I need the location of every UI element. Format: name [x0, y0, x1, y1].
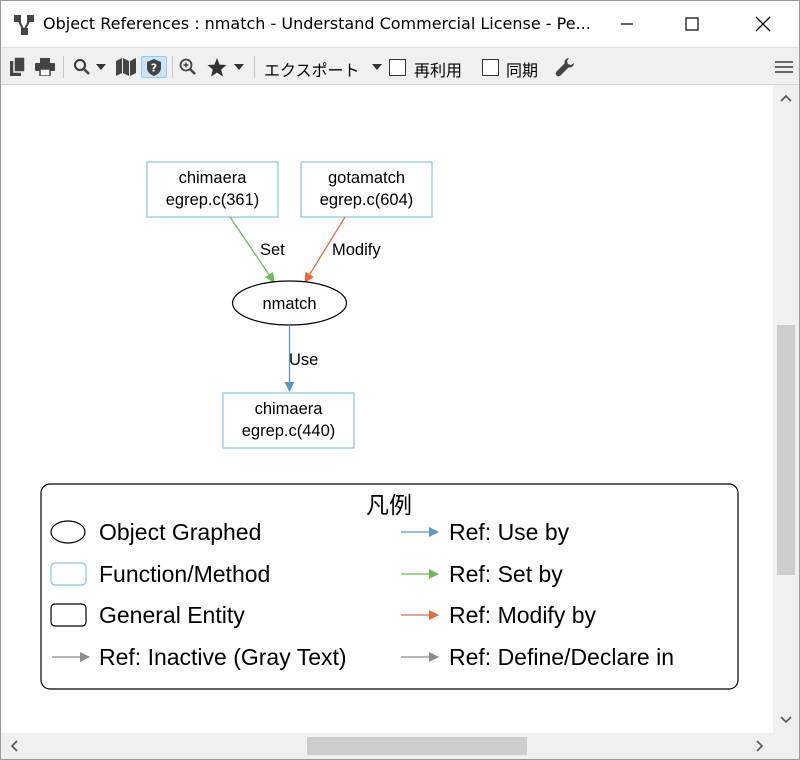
chevron-up-icon	[780, 94, 792, 102]
legend-ref-define: Ref: Define/Declare in	[449, 644, 674, 670]
horizontal-scroll-thumb[interactable]	[307, 737, 527, 755]
title-bar: Object References : nmatch - Understand …	[1, 1, 799, 47]
toolbar-separator	[172, 56, 173, 78]
print-icon	[35, 58, 55, 76]
copy-button[interactable]	[7, 56, 29, 78]
node-name: gotamatch	[328, 169, 405, 187]
reuse-checkbox[interactable]	[389, 59, 406, 76]
reuse-label: 再利用	[414, 61, 463, 80]
vertical-scroll-thumb[interactable]	[777, 325, 795, 575]
maximize-icon	[685, 17, 699, 31]
hamburger-menu-button[interactable]	[773, 56, 795, 78]
node-location: egrep.c(361)	[166, 191, 260, 209]
sync-checkbox[interactable]	[482, 59, 499, 76]
node-name: nmatch	[262, 295, 316, 313]
edge-label-modify: Modify	[332, 241, 381, 259]
general-entity-swatch	[50, 603, 87, 627]
map-icon	[116, 58, 136, 76]
horizontal-scrollbar[interactable]	[1, 733, 773, 759]
help-icon: ?	[147, 59, 161, 76]
legend-function-method: Function/Method	[99, 561, 270, 587]
legend-box: 凡例 Object Graphed Function/Method Genera…	[40, 483, 739, 690]
chevron-left-icon	[10, 740, 18, 752]
graph-canvas[interactable]: chimaera egrep.c(361) gotamatch egrep.c(…	[1, 85, 773, 733]
edge-set	[229, 216, 275, 283]
legend-ref-inactive: Ref: Inactive (Gray Text)	[99, 644, 347, 670]
scroll-left-button[interactable]	[1, 733, 27, 759]
settings-button[interactable]	[554, 56, 576, 78]
scroll-down-button[interactable]	[773, 707, 799, 733]
edge-label-use: Use	[289, 351, 318, 369]
scroll-right-button[interactable]	[747, 733, 773, 759]
chevron-down-icon	[372, 64, 382, 70]
legend-general-entity: General Entity	[99, 602, 245, 628]
hamburger-menu-icon	[775, 61, 793, 73]
legend-object-graphed: Object Graphed	[99, 519, 261, 545]
toolbar-separator	[254, 56, 255, 78]
star-icon	[207, 57, 227, 76]
toolbar: ? エクスポート 再利用 同期	[1, 47, 799, 85]
graph-node-chimaera-440[interactable]: chimaera egrep.c(440)	[222, 392, 355, 449]
node-location: egrep.c(604)	[320, 191, 414, 209]
chevron-right-icon	[756, 740, 764, 752]
toolbar-separator	[63, 56, 64, 78]
graph-node-chimaera-361[interactable]: chimaera egrep.c(361)	[146, 161, 279, 218]
legend-ref-modify-by: Ref: Modify by	[449, 602, 596, 628]
graph-app-icon	[14, 15, 34, 35]
graph-node-gotamatch-604[interactable]: gotamatch egrep.c(604)	[300, 161, 433, 218]
edge-modify	[304, 216, 346, 283]
graph-node-nmatch[interactable]: nmatch	[231, 280, 348, 326]
node-location: egrep.c(440)	[242, 422, 336, 440]
zoom-button[interactable]	[177, 56, 199, 78]
search-dropdown-button[interactable]	[69, 56, 111, 78]
legend-title: 凡例	[366, 493, 412, 519]
map-button[interactable]	[115, 56, 137, 78]
chevron-down-icon	[96, 64, 106, 70]
svg-text:?: ?	[151, 62, 157, 75]
copy-icon	[10, 57, 26, 76]
print-button[interactable]	[33, 56, 57, 78]
maximize-button[interactable]	[664, 1, 720, 47]
close-button[interactable]	[735, 1, 791, 47]
search-icon	[73, 58, 90, 75]
chevron-down-icon	[234, 64, 244, 70]
favorites-dropdown-button[interactable]	[203, 56, 249, 78]
vertical-scrollbar[interactable]	[773, 85, 799, 733]
export-menu[interactable]: エクスポート	[264, 61, 360, 80]
scroll-up-button[interactable]	[773, 85, 799, 111]
legend-ref-use-by: Ref: Use by	[449, 519, 570, 545]
sync-label: 同期	[506, 61, 539, 80]
zoom-in-icon	[179, 58, 196, 75]
reference-graph: chimaera egrep.c(361) gotamatch egrep.c(…	[40, 161, 739, 690]
close-icon	[755, 16, 771, 32]
scrollbar-corner	[773, 733, 799, 759]
wrench-icon	[555, 58, 574, 77]
object-graphed-swatch	[50, 520, 86, 544]
chevron-down-icon	[780, 716, 792, 724]
minimize-button[interactable]	[599, 1, 655, 47]
function-method-swatch	[50, 562, 87, 586]
legend-ref-set-by: Ref: Set by	[449, 561, 563, 587]
window-title: Object References : nmatch - Understand …	[43, 14, 591, 33]
export-dropdown-button[interactable]	[369, 56, 385, 78]
help-button[interactable]: ?	[141, 56, 167, 78]
edge-label-set: Set	[260, 241, 285, 259]
node-name: chimaera	[179, 169, 248, 187]
node-name: chimaera	[255, 400, 324, 418]
minimize-icon	[621, 23, 633, 25]
